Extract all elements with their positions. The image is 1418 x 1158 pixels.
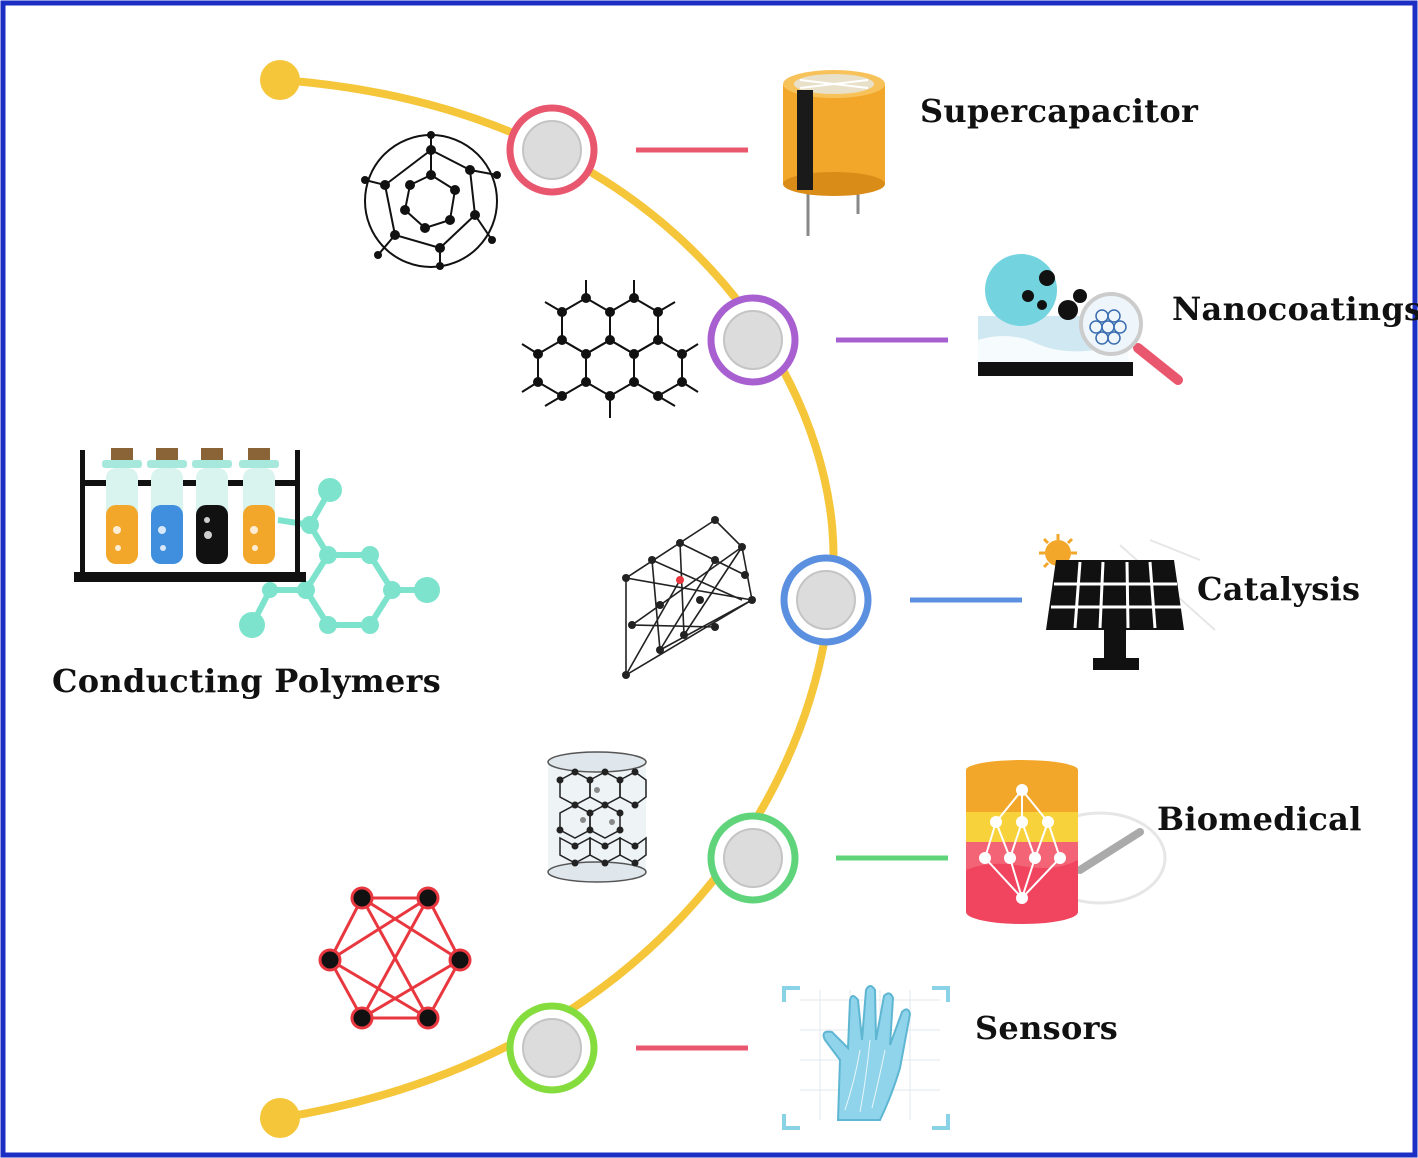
node-nanocoatings bbox=[707, 294, 799, 386]
label-nanocoatings: Nanocoatings bbox=[1172, 290, 1418, 328]
label-supercapacitor: Supercapacitor bbox=[920, 92, 1199, 130]
lattice-icon bbox=[622, 516, 756, 679]
label-catalysis: Catalysis bbox=[1197, 570, 1361, 608]
label-sensors: Sensors bbox=[975, 1009, 1119, 1047]
test-tube-4 bbox=[239, 448, 279, 564]
molecule-graphic bbox=[249, 488, 427, 628]
node-supercapacitor bbox=[506, 104, 598, 196]
arc-end-bottom bbox=[260, 1098, 300, 1138]
nanocoating-magnifier-icon bbox=[978, 254, 1183, 385]
test-tube-2 bbox=[147, 448, 187, 564]
fullerene-icon bbox=[361, 131, 501, 270]
hexagon-network-icon bbox=[318, 886, 472, 1030]
center-title: Conducting Polymers bbox=[52, 662, 442, 700]
label-biomedical: Biomedical bbox=[1157, 800, 1362, 838]
capsule-network-icon bbox=[966, 760, 1167, 924]
graphene-sheet-icon bbox=[521, 280, 699, 418]
node-catalysis bbox=[780, 554, 872, 646]
capacitor-icon bbox=[783, 70, 885, 236]
node-sensors bbox=[506, 1002, 598, 1094]
solar-panel-icon bbox=[1039, 534, 1216, 670]
test-tube-1 bbox=[102, 448, 142, 564]
test-tube-rack-icon bbox=[74, 448, 440, 638]
arc-end-top bbox=[260, 60, 300, 100]
nanotube-icon bbox=[547, 751, 647, 883]
hand-scan-icon bbox=[782, 985, 950, 1130]
node-biomedical bbox=[707, 812, 799, 904]
test-tube-3 bbox=[192, 448, 232, 564]
